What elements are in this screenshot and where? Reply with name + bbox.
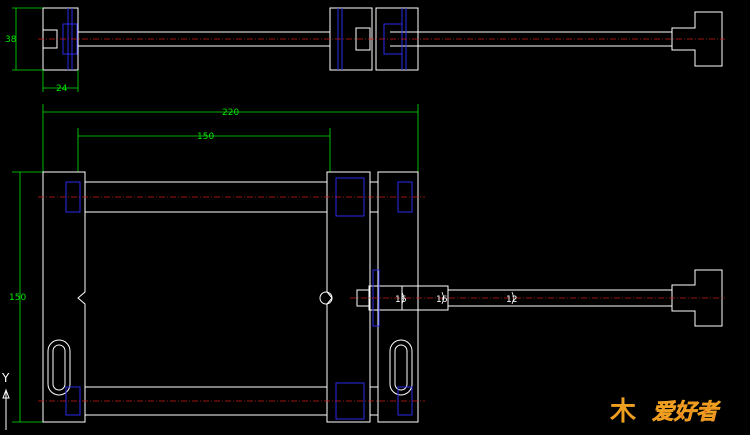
main-view [42,171,723,423]
dia-mark [401,291,405,305]
left-jaw-slot [47,339,71,396]
top-dimensions [12,7,79,92]
movable-jaw [326,171,371,423]
right-jaw-slot [389,339,413,396]
logo-glyph: 木 [609,397,636,427]
left-jaw-slot-inner [52,344,66,391]
dim-label-150-vertical: 150 [9,293,26,303]
dim-label-220: 220 [222,108,239,118]
top-view [42,7,723,71]
left-jaw [42,171,86,423]
dia-mark [511,291,515,305]
ucs-y-label: Y [1,371,10,385]
ucs-icon [2,388,10,430]
top-right-handle [671,11,723,67]
logo-text: 爱好者 [652,400,721,425]
diameter-label: 16 [395,295,407,305]
watermark-logo: 木 爱好者 [609,397,721,427]
right-jaw-slot-inner [394,344,408,391]
dim-label-38: 38 [5,35,17,45]
diameter-marks [401,291,515,305]
ucs-arrow [2,388,10,399]
screw-ball-end [319,291,333,305]
diameter-label: 16 [436,295,448,305]
dim-label-150: 150 [197,132,214,142]
right-jaw [377,171,419,423]
dia-mark [441,291,445,305]
screw-handle [671,269,723,327]
dim-label-24: 24 [56,84,68,94]
diameter-label: 12 [506,295,517,305]
main-dimensions [12,104,419,423]
main-centerlines [38,196,725,402]
